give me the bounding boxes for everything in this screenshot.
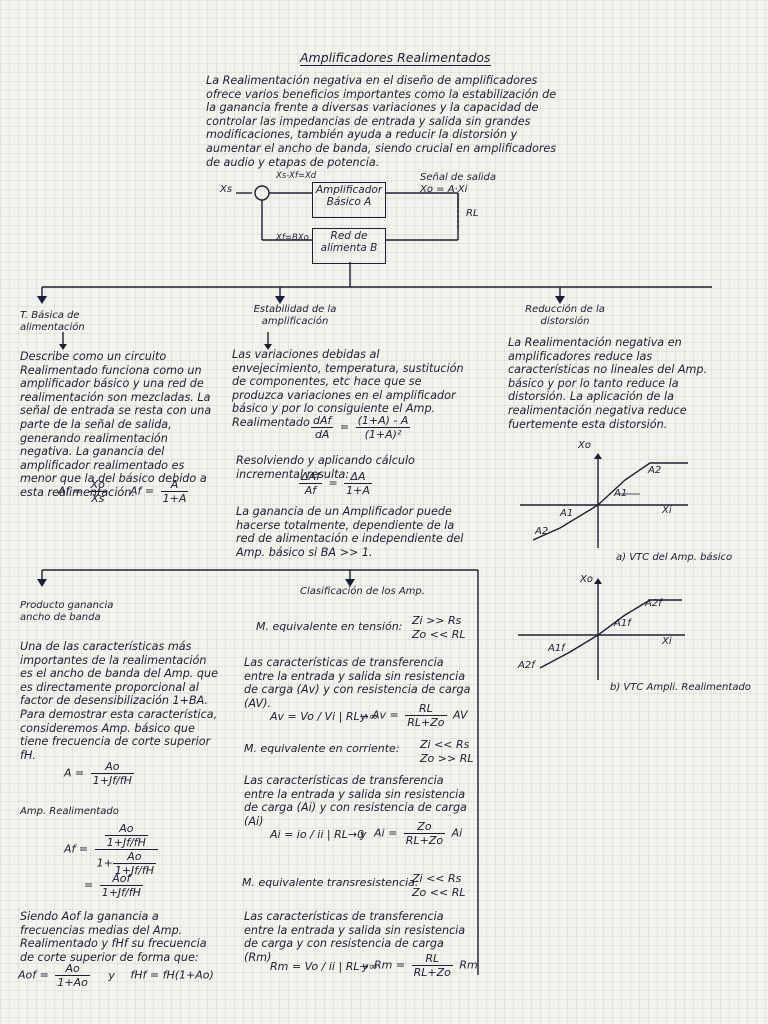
col3-text: La Realimentación negativa en amplificad… (508, 336, 708, 431)
label-xd: Xs-Xf=Xd (276, 171, 317, 181)
col4-subheading: Amp. Realimentado (20, 806, 119, 817)
col2-text2: Resolviendo y aplicando cálculo incremen… (236, 454, 415, 481)
label-signal-out: Señal de salida (420, 172, 496, 183)
g1-a1b-label: A1 (560, 508, 574, 519)
g1-a1-label: A1 (614, 488, 628, 499)
intro-paragraph: La Realimentación negativa en el diseño … (206, 74, 557, 169)
feedback-network-box: Red de alimenta B (312, 228, 386, 264)
col5-e2a: Ai = io / ii | RL→0 (270, 828, 365, 841)
g2-xi-label: Xi (662, 636, 672, 647)
g2-a1fb-label: A1f (548, 643, 565, 654)
label-rl: RL (466, 208, 479, 219)
col5-heading: Clasificación de los Amp. (300, 586, 425, 597)
col2-text: Las variaciones debidas al envejecimient… (232, 348, 464, 429)
label-xs: Xs (220, 184, 233, 195)
col3-heading: Reducción de la distorsión (525, 304, 605, 327)
col5-r3a: Zi << Rs (412, 872, 462, 885)
col4-text: Una de las características más important… (20, 640, 218, 762)
col5-e1a: Av = Vo / Vi | RL→∞ (270, 710, 378, 723)
col5-r2: M. equivalente en corriente: (244, 742, 400, 755)
col5-t1: Las características de transferencia ent… (244, 656, 471, 710)
col5-r3: M. equivalente transresistencia: (242, 876, 419, 889)
col5-r3b: Zo << RL (412, 886, 466, 899)
col5-e3y: y (362, 960, 369, 973)
g1-a2b-label: A2 (535, 526, 549, 537)
col5-t2: Las características de transferencia ent… (244, 774, 467, 828)
g1-a2-label: A2 (648, 465, 662, 476)
col5-r2b: Zo >> RL (420, 752, 474, 765)
col4-heading: Producto ganancia ancho de banda (20, 600, 114, 623)
g2-a2fb-label: A2f (518, 660, 535, 671)
g1-xo-label: Xo (578, 440, 591, 451)
col5-t3: Las características de transferencia ent… (244, 910, 466, 964)
amplifier-box: Amplificador Básico A (312, 182, 386, 218)
g1-xi-label: Xi (662, 505, 672, 516)
label-xo-eq: Xo = A·Xi (420, 184, 468, 195)
col5-e1y: y (360, 710, 367, 723)
g2-a2f-label: A2f (645, 598, 662, 609)
col2-text3: La ganancia de un Amplificador puede hac… (236, 505, 464, 559)
g2-caption: b) VTC Ampli. Realimentado (610, 682, 751, 693)
col1-heading: T. Básica de alimentación (20, 310, 85, 333)
col2-heading: Estabilidad de la amplificación (253, 304, 337, 327)
g1-caption: a) VTC del Amp. básico (616, 552, 733, 563)
col4-text2: Siendo Aof la ganancia a frecuencias med… (20, 910, 207, 964)
g2-xo-label: Xo (580, 574, 593, 585)
g2-a1f-label: A1f (614, 618, 631, 629)
col5-e2y: y (360, 828, 367, 841)
label-xf: Xf=BXo (276, 233, 309, 243)
col5-r2a: Zi << Rs (420, 738, 470, 751)
page-title: Amplificadores Realimentados (300, 50, 491, 66)
col1-text: Describe como un circuito Realimentado f… (20, 350, 212, 499)
col5-e3a: Rm = Vo / ii | RL→∞ (270, 960, 378, 973)
col5-r1a: Zi >> Rs (412, 614, 462, 627)
col5-r1b: Zo << RL (412, 628, 466, 641)
col5-r1: M. equivalente en tensión: (256, 620, 403, 633)
